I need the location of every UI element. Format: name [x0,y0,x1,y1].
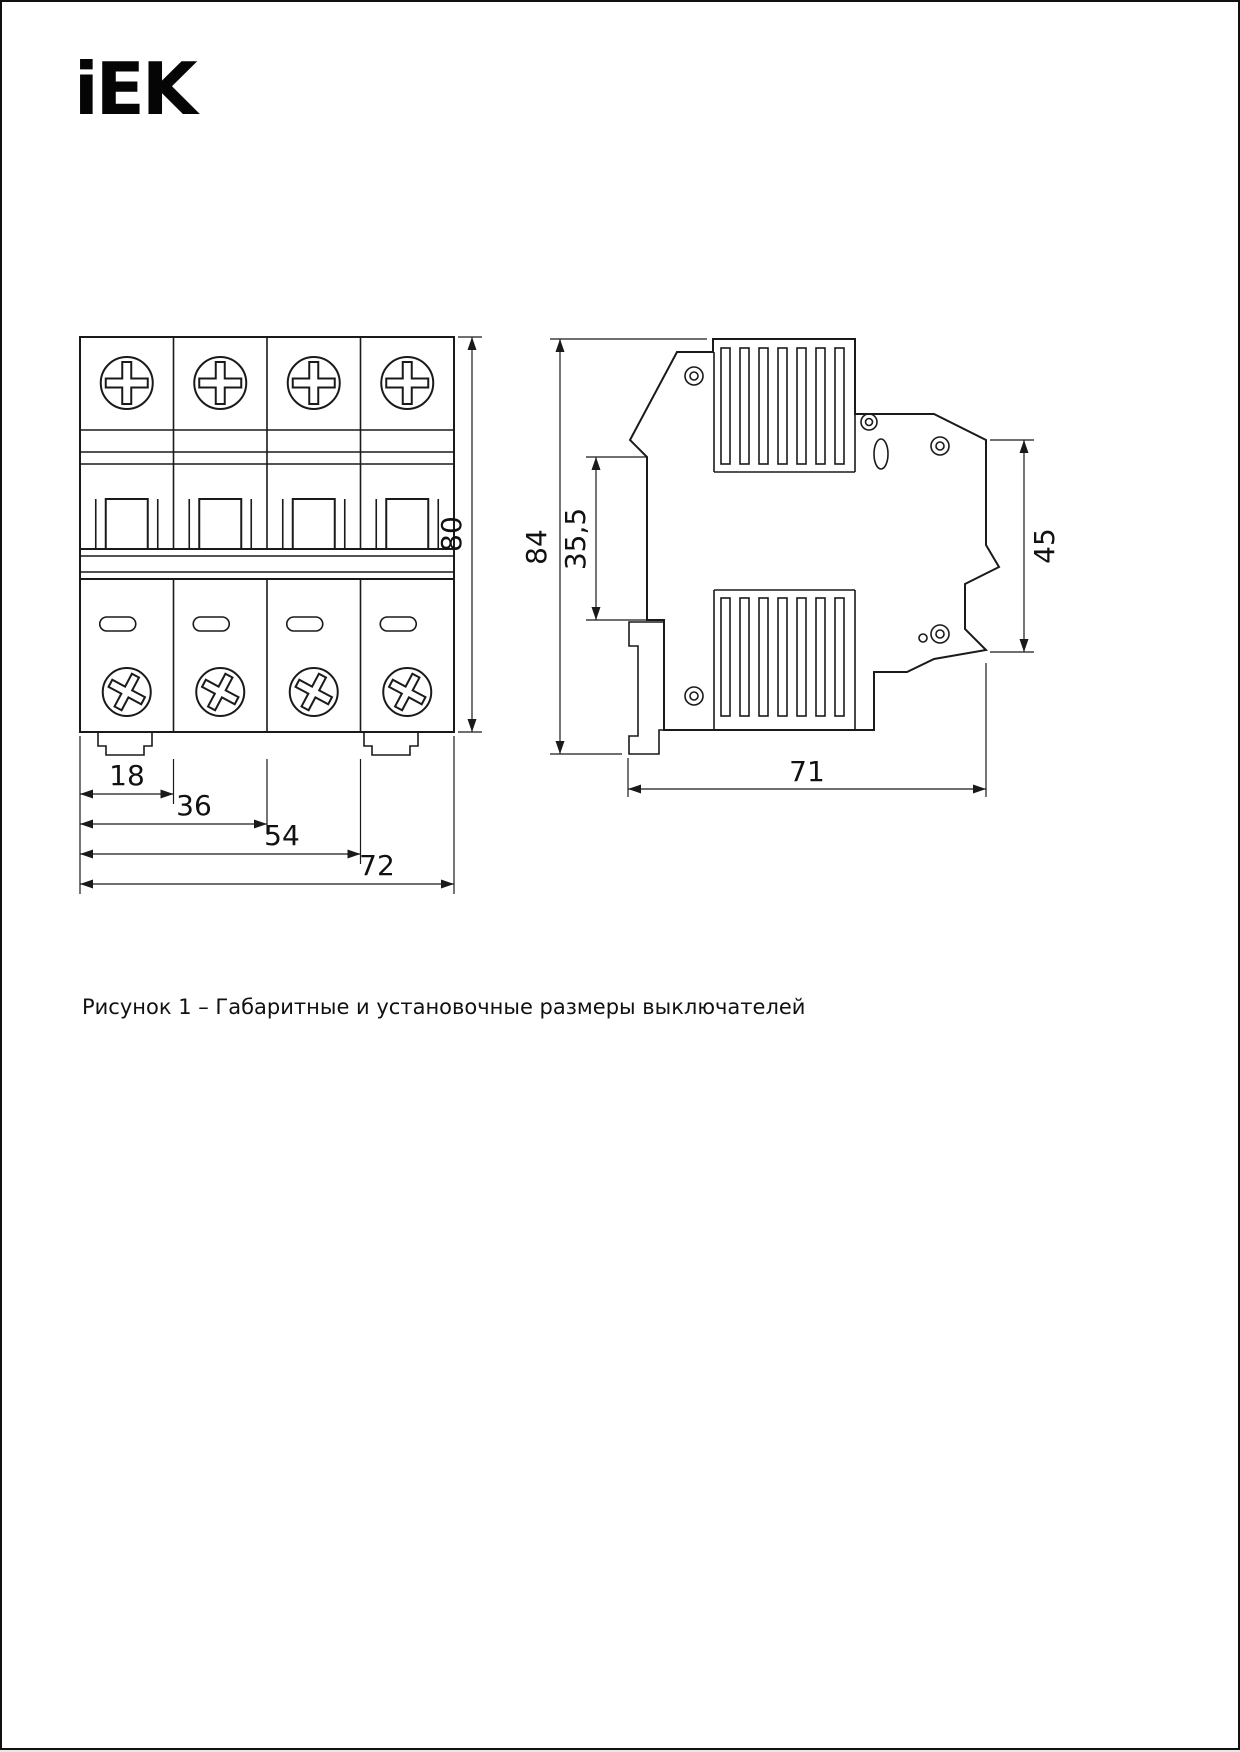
toggle-handle [104,498,149,550]
switch-band [79,548,455,580]
terminal-screw-icon [100,665,153,719]
label-window [379,616,418,632]
terminal-screw-icon [287,665,340,719]
dim-label-72: 72 [359,849,395,882]
dim-label-54: 54 [264,819,300,852]
dimension-height-80: 80 [435,336,482,733]
din-clip [97,732,153,756]
terminal-screw-icon [380,356,435,410]
din-rail-clip [628,621,664,755]
case-rivet-holes [684,366,950,706]
pole-divider-lines [172,337,362,732]
dim-label-35-5: 35,5 [559,508,592,570]
dim-label-45: 45 [1028,528,1061,564]
dim-label-71: 71 [789,755,825,788]
ventilation-ribs-top [713,347,856,473]
dim-label-18: 18 [109,759,145,792]
front-view-drawing [79,336,455,756]
terminal-screw-icon [193,356,248,410]
terminal-screw-icon [99,356,154,410]
terminal-screw-icon [381,665,434,719]
dimension-height-84: 84 [520,338,707,755]
dim-label-84: 84 [520,529,553,565]
label-window [192,616,231,632]
dimension-depth-71: 71 [627,663,987,797]
din-clip [363,732,419,756]
toggle-handle [385,498,430,550]
ventilation-ribs-bottom [713,589,856,730]
toggle-handle [291,498,336,550]
dimension-rail-35-5: 35,5 [559,456,647,621]
case-lines [80,429,454,465]
breaker-body-side [628,338,1001,731]
terminal-screw-icon [286,356,341,410]
dim-label-80: 80 [435,516,468,552]
toggle-slot-lines [94,499,440,549]
dim-label-36: 36 [176,789,212,822]
iek-logo: iEK [74,47,200,131]
terminal-screw-icon [194,665,247,719]
switch-band-lines [80,555,454,573]
dimension-widths: 18 36 54 72 [79,736,455,894]
toggle-handle [198,498,243,550]
label-window [285,616,324,632]
dimension-right-45: 45 [990,439,1061,653]
side-view-drawing [628,338,1001,755]
label-window [98,616,137,632]
figure-caption: Рисунок 1 – Габаритные и установочные ра… [82,995,805,1019]
